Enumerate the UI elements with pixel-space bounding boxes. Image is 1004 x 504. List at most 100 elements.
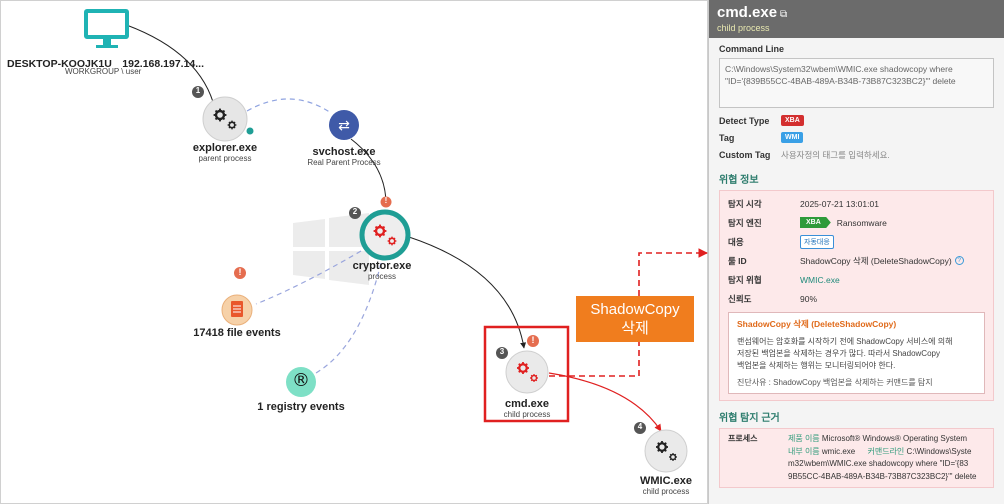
host-separator: \ [119,67,126,76]
windows-logo-watermark [293,213,369,285]
external-link-icon[interactable]: ⧉ [780,9,788,20]
wmic-role: child process [642,487,690,496]
product-value: Microsoft® Windows® Operating System [821,434,968,443]
risk-rule-value: ShadowCopy 삭제 (DeleteShadowCopy) [800,255,952,266]
cmdline-label: 커맨드라인 [867,446,905,456]
risk-response-label: 대응 [728,236,744,247]
svchost-label[interactable]: svchost.exe Real Parent Process [294,146,394,167]
cmd-role: child process [503,410,551,419]
cmdline-value-part3: 9B55CC-4BAB-489A-B34B-73B87C323BC2}'" de… [788,471,977,481]
svchost-role: Real Parent Process [307,158,381,167]
risk-engine-label: 탐지 엔진 [728,217,762,228]
wmic-label[interactable]: WMIC.exe child process [621,475,711,496]
desc-line-2: 저장된 백업본을 삭제하는 경우가 많다. 따라서 ShadowCopy [737,349,940,358]
edge-host-explorer [120,22,217,110]
evidence-line-1: 제품 이름 Microsoft® Windows® Operating Syst… [788,433,985,446]
wmic-node-icon[interactable] [644,429,688,473]
internal-name-value: wmic.exe [821,446,856,456]
product-label: 제품 이름 [788,434,820,443]
file-events-name: 17418 file events [193,327,281,339]
detect-type-badge: XBA [781,115,804,126]
cmd-label[interactable]: cmd.exe child process [482,398,572,419]
help-icon[interactable]: ? [954,256,964,265]
host-ip: 192.168.197.14... [122,58,205,70]
cryptor-label[interactable]: cryptor.exe process [332,260,432,281]
meta-section: Detect Type XBA Tag WMI Custom Tag 사용자정의… [709,112,1004,163]
step-number-4: 4 [637,422,643,431]
process-graph: ⇄ [0,0,708,504]
command-line-field[interactable]: C:\Windows\System32\wbem\WMIC.exe shadow… [719,58,994,108]
cmdline-value-part1: C:\Windows\Syste [906,446,972,456]
cmd-highlight-box [483,325,570,423]
tag-badge[interactable]: WMI [781,132,804,143]
alert-badge-cmd [527,335,539,347]
detect-type-row: Detect Type XBA [719,112,994,129]
detail-panel: cmd.exe⧉ child process Command Line C:\W… [708,0,1004,504]
cmdline-value-part2: m32\wbem\WMIC.exe shadowcopy where "ID='… [788,459,969,468]
edge-cmd-wmic [548,372,662,432]
risk-time-value: 2025-07-21 13:01:01 [800,198,879,209]
edge-cryptor-registry [315,262,382,374]
risk-rule-label: 룰 ID [728,255,747,266]
edge-cryptor-cmd [408,236,527,349]
risk-time-label: 탐지 시각 [728,198,762,209]
panel-header: cmd.exe⧉ child process [709,0,1004,38]
tag-label: Tag [719,132,735,143]
explorer-node-icon[interactable] [202,96,254,142]
host-label[interactable]: DESKTOP-KOOJK1U 192.168.197.14... [7,54,204,72]
internal-name-label: 내부 이름 [788,446,820,456]
risk-response-row: 대응 자동대응 [728,232,985,251]
cryptor-role: process [367,272,396,281]
evidence-section-title: 위협 탐지 근거 [719,413,780,424]
step-number-2: 2 [352,207,358,216]
host-user: user [125,67,142,76]
panel-subtitle: child process [717,23,770,33]
command-line-section: Command Line C:\Windows\System32\wbem\WM… [709,38,1004,108]
rule-description-box: ShadowCopy 삭제 (DeleteShadowCopy) 랜섬웨어는 암… [728,312,985,394]
risk-target-row: 탐지 위협 WMIC.exe [728,270,985,289]
file-events-node-icon[interactable] [221,294,253,326]
risk-engine-row: 탐지 엔진 XBA Ransomware [728,213,985,232]
registry-events-name: 1 registry events [257,401,345,413]
alert-glyph-file-events: ! [238,267,242,277]
desc-line-1: 랜섬웨어는 암호화를 시작하기 전에 ShadowCopy 서비스에 의해 [737,337,953,346]
risk-section-title: 위협 정보 [719,175,759,186]
risk-confidence-label: 신뢰도 [728,293,752,304]
host-name: DESKTOP-KOOJK1U [7,58,112,70]
shadowcopy-callout: ShadowCopy 삭제 [576,296,694,342]
step-number-1: 1 [195,86,201,95]
risk-rule-row: 룰 ID ShadowCopy 삭제 (DeleteShadowCopy)? [728,251,985,270]
diagnosis-reason: 진단사유 : ShadowCopy 백업본을 삭제하는 커맨드를 탐지 [737,378,933,387]
panel-title: cmd.exe [717,4,778,21]
custom-tag-row: Custom Tag 사용자정의 태그를 입력하세요. [719,146,994,163]
desc-line-3: 백업본을 삭제하는 행위는 모니터링되어야 한다. [737,361,896,370]
detect-type-label: Detect Type [719,115,770,126]
evidence-key: 프로세스 [728,434,758,443]
tag-row: Tag WMI [719,129,994,146]
auto-response-badge: 자동대응 [800,234,834,249]
explorer-role: parent process [198,154,252,163]
cryptor-node-icon[interactable] [359,209,411,261]
evidence-box: 프로세스 제품 이름 Microsoft® Windows® Operating… [719,428,994,488]
callout-line1: ShadowCopy [590,301,680,318]
graph-canvas: ⇄ [84,9,708,473]
cmd-name: cmd.exe [504,398,550,410]
registry-node-icon[interactable] [286,367,316,397]
svchost-name: svchost.exe [312,146,376,158]
explorer-label[interactable]: explorer.exe parent process [175,142,275,163]
command-line-label: Command Line [719,44,785,54]
file-events-label[interactable]: 17418 file events [182,327,292,339]
rule-description-title: ShadowCopy 삭제 (DeleteShadowCopy) [737,319,897,329]
callout-line2: 삭제 [621,320,649,337]
host-group: WORKGROUP [65,67,120,76]
risk-target-link[interactable]: WMIC.exe [800,274,840,285]
registry-events-label[interactable]: 1 registry events [246,401,356,413]
risk-info-box: 탐지 시각 2025-07-21 13:01:01 탐지 엔진 XBA Rans… [719,190,994,401]
custom-tag-input[interactable]: 사용자정의 태그를 입력하세요. [781,149,890,160]
alert-badge-cryptor [380,196,392,208]
host-group-label: WORKGROUP \ user [65,67,141,76]
svchost-node-icon[interactable]: ⇄ [329,110,359,140]
cmd-node-icon[interactable] [505,350,549,394]
alert-glyph-cryptor: ! [384,196,388,205]
monitor-icon[interactable] [84,9,129,48]
